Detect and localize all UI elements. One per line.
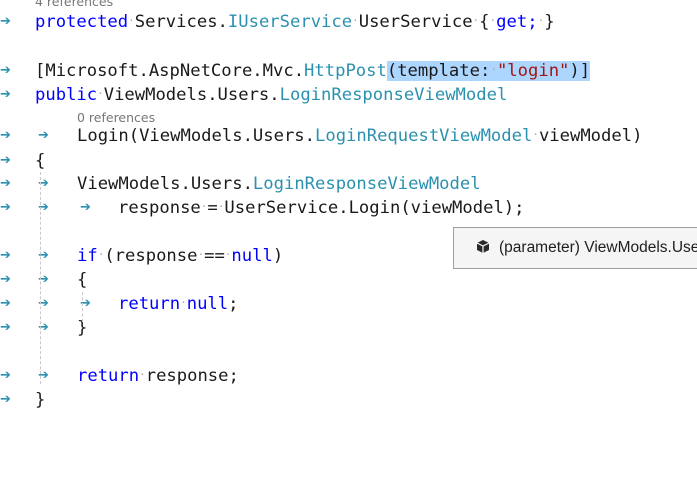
code-line[interactable]: ➔ ➔ return·response;	[0, 364, 697, 388]
space-marker-icon: ·	[97, 87, 104, 100]
tab-marker-icon: ➔	[38, 128, 49, 143]
tab-marker-icon: ➔	[38, 368, 49, 383]
tab-marker-icon: ➔	[38, 200, 49, 215]
quick-info-tooltip: (parameter) ViewModels.Users.LoginReques…	[453, 227, 697, 269]
tab-marker-icon: ➔	[38, 320, 49, 335]
tab-marker-icon: ➔	[0, 87, 11, 102]
attribute-name: HttpPost	[304, 61, 387, 81]
tab-marker-icon: ➔	[0, 200, 11, 215]
space-marker-icon: ·	[352, 14, 359, 27]
tab-marker-icon: ➔	[0, 153, 11, 168]
code-token: ViewModels.Users.	[77, 174, 253, 194]
keyword: null	[186, 294, 229, 314]
code-lens-references[interactable]: 0 references	[77, 110, 156, 125]
type-name: LoginResponseViewModel	[252, 174, 481, 194]
code-lens-references[interactable]: 4 references	[35, 0, 114, 9]
tab-marker-icon: ➔	[0, 128, 11, 143]
tab-marker-icon: ➔	[0, 368, 11, 383]
space-marker-icon: ·	[217, 200, 225, 213]
keyword: if	[77, 246, 98, 266]
code-line[interactable]: ➔ ➔ {	[0, 268, 440, 292]
tab-marker-icon: ➔	[0, 272, 11, 287]
tab-marker-icon: ➔	[0, 176, 11, 191]
tab-marker-icon: ➔	[0, 248, 11, 263]
operator: =	[207, 198, 218, 218]
code-line[interactable]: ➔ }	[0, 388, 697, 412]
code-line[interactable]: ➔ ➔ Login(ViewModels.Users.LoginRequestV…	[0, 124, 697, 148]
space-marker-icon: ·	[224, 248, 232, 261]
code-token: Services.	[134, 12, 228, 32]
operator: ==	[204, 246, 225, 266]
keyword: get;	[496, 12, 538, 32]
code-line[interactable]: ➔ [Microsoft.AspNetCore.Mvc.HttpPost(tem…	[0, 59, 697, 83]
space-marker-icon: ·	[97, 248, 105, 261]
type-name: LoginResponseViewModel	[279, 85, 508, 105]
code-token: (response	[104, 246, 198, 266]
indent-guide	[82, 292, 83, 322]
keyword: null	[231, 246, 273, 266]
code-token: viewModel)	[538, 126, 643, 146]
tab-marker-icon: ➔	[0, 392, 11, 407]
space-marker-icon: ·	[197, 248, 205, 261]
space-marker-icon: ·	[532, 128, 539, 141]
tab-marker-icon: ➔	[0, 320, 11, 335]
keyword: public	[35, 85, 98, 105]
code-token: }	[35, 390, 46, 410]
code-token: {	[35, 151, 46, 171]
code-token: }	[77, 318, 88, 338]
selection-highlight: (template:·"login")]	[386, 61, 591, 81]
tab-marker-icon: ➔	[80, 296, 91, 311]
tab-marker-icon: ➔	[38, 248, 49, 263]
code-line[interactable]: ➔ ➔ ViewModels.Users.LoginResponseViewMo…	[0, 172, 697, 196]
code-token: Login(ViewModels.Users.	[77, 126, 315, 146]
code-token: }	[544, 12, 555, 32]
space-marker-icon: ·	[200, 200, 208, 213]
tab-marker-icon: ➔	[0, 14, 11, 29]
code-token: ViewModels.Users.	[103, 85, 280, 105]
code-token: ;	[228, 294, 239, 314]
keyword: return	[118, 294, 181, 314]
code-token: (template:	[386, 61, 491, 81]
parameter-icon	[474, 239, 492, 260]
tab-marker-icon: ➔	[38, 272, 49, 287]
string-literal: "login"	[496, 61, 570, 81]
code-line[interactable]: ➔ ➔ ➔ response·=·UserService.Login(viewM…	[0, 196, 697, 220]
code-token: )	[272, 246, 284, 266]
code-line[interactable]: ➔ ➔ ➔ return·null;	[0, 292, 697, 316]
code-token: {	[479, 12, 490, 32]
space-marker-icon: ·	[180, 296, 187, 309]
tab-marker-icon: ➔	[0, 296, 11, 311]
space-marker-icon: ·	[489, 14, 497, 27]
space-marker-icon: ·	[490, 63, 497, 76]
space-marker-icon: ·	[139, 368, 146, 381]
tooltip-text: (parameter) ViewModels.Users.LoginReques…	[499, 239, 697, 256]
tab-marker-icon: ➔	[0, 63, 11, 78]
code-line[interactable]: ➔ protected·Services.IUserService·UserSe…	[0, 10, 697, 34]
code-token: response;	[145, 366, 239, 386]
code-token: )]	[569, 61, 591, 81]
code-line[interactable]: ➔ ➔ if·(response·==·null)	[0, 244, 440, 268]
type-name: LoginRequestViewModel	[315, 126, 533, 146]
indent-guide	[40, 172, 41, 384]
code-token: response	[118, 198, 201, 218]
keyword: return	[77, 366, 140, 386]
code-token: UserService.Login(viewModel);	[224, 198, 525, 218]
code-token: [Microsoft.AspNetCore.Mvc.	[35, 61, 305, 81]
type-name: IUserService	[227, 12, 353, 32]
code-line[interactable]: ➔ {	[0, 149, 697, 173]
code-editor[interactable]: 4 references ➔ protected·Services.IUserS…	[0, 0, 697, 423]
code-line[interactable]: ➔ ➔ }	[0, 316, 697, 340]
space-marker-icon: ·	[128, 14, 135, 27]
space-marker-icon: ·	[472, 14, 480, 27]
tab-marker-icon: ➔	[38, 176, 49, 191]
code-line[interactable]: ➔ public·ViewModels.Users.LoginResponseV…	[0, 83, 697, 107]
tab-marker-icon: ➔	[38, 296, 49, 311]
keyword: protected	[35, 12, 129, 32]
code-token: {	[77, 270, 88, 290]
code-token: UserService	[358, 12, 473, 32]
space-marker-icon: ·	[537, 14, 545, 27]
tab-marker-icon: ➔	[80, 200, 91, 215]
